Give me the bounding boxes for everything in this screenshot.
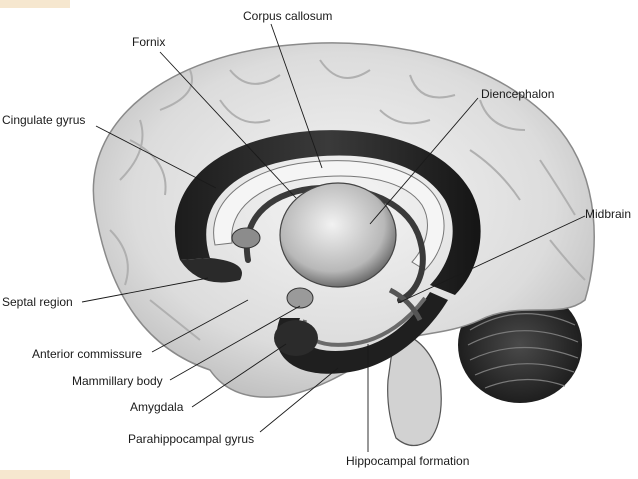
leader-corpus-callosum: [270, 23, 323, 169]
cingulate-gyrus: [174, 130, 481, 295]
label-amygdala: Amygdala: [130, 400, 184, 414]
label-anterior-commissure: Anterior commissure: [32, 347, 142, 361]
brain-illustration: [92, 42, 595, 447]
corner-decoration-top: [0, 0, 70, 8]
leader-amygdala: [191, 343, 287, 408]
label-hippocampal-formation: Hippocampal formation: [346, 454, 469, 468]
septal-area: [180, 258, 242, 283]
leader-septal-region: [81, 277, 209, 303]
label-fornix: Fornix: [132, 35, 165, 49]
mammillary-body: [286, 287, 314, 309]
label-parahippocampal-gyrus: Parahippocampal gyrus: [128, 432, 254, 446]
leader-parahippocampal-gyrus: [259, 367, 339, 433]
label-cingulate-gyrus: Cingulate gyrus: [2, 113, 85, 127]
corner-decoration-bottom: [0, 470, 70, 479]
diencephalon: [279, 182, 397, 288]
brainstem: [387, 329, 442, 447]
label-midbrain: Midbrain: [585, 207, 631, 221]
leader-mammillary-body: [169, 305, 301, 381]
labels: Corpus callosum Fornix Cingulate gyrus D…: [2, 9, 631, 468]
leader-fornix: [159, 51, 297, 199]
midbrain: [388, 287, 423, 322]
leader-midbrain: [397, 215, 586, 304]
leader-anterior-commissure: [151, 299, 249, 353]
label-septal-region: Septal region: [2, 295, 73, 309]
leader-diencephalon: [369, 97, 479, 225]
label-corpus-callosum: Corpus callosum: [243, 9, 332, 23]
gyri-texture: [109, 59, 586, 341]
parahippocampal-gyrus: [276, 292, 448, 374]
amygdala: [274, 320, 318, 356]
label-mammillary-body: Mammillary body: [72, 374, 163, 388]
cerebellum-folia: [467, 313, 579, 389]
anterior-commissure: [231, 227, 261, 249]
leader-cingulate-gyrus: [95, 125, 217, 189]
label-diencephalon: Diencephalon: [481, 87, 554, 101]
leader-lines: [81, 23, 586, 452]
